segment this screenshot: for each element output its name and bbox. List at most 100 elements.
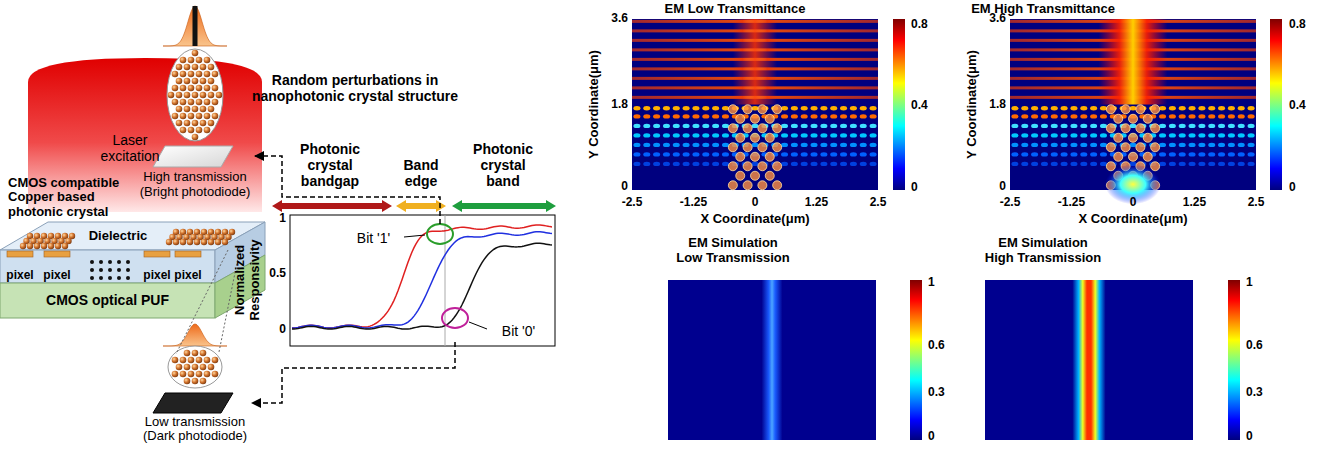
field-spot xyxy=(1051,106,1058,110)
field-spot xyxy=(692,133,699,137)
crystal-sphere xyxy=(196,57,203,64)
field-spot xyxy=(791,114,798,118)
field-spot xyxy=(1248,162,1255,166)
crystal-sphere xyxy=(55,243,61,249)
crystal-sphere xyxy=(212,113,219,120)
crystal-sphere xyxy=(180,57,187,64)
tick-label: 1.8 xyxy=(610,98,628,112)
field-spot xyxy=(1208,152,1215,156)
field-spot xyxy=(712,106,719,110)
field-spot xyxy=(820,106,827,110)
field-spot xyxy=(1208,143,1215,147)
beam-map xyxy=(985,280,1193,440)
crystal-sphere xyxy=(172,71,179,78)
field-spot xyxy=(702,124,709,128)
field-spot xyxy=(1051,133,1058,137)
tick-label: 0.5 xyxy=(268,267,286,281)
field-spot xyxy=(1238,114,1245,118)
field-spot xyxy=(702,133,709,137)
field-spot xyxy=(1070,162,1077,166)
field-spot xyxy=(1169,152,1176,156)
field-spot xyxy=(653,114,660,118)
crystal-sphere xyxy=(196,99,203,106)
field-spot xyxy=(1228,143,1235,147)
field-spot xyxy=(1021,152,1028,156)
field-spot xyxy=(1228,114,1235,118)
field-spot xyxy=(1080,162,1087,166)
crystal-sphere xyxy=(208,106,215,113)
field-spot xyxy=(702,114,709,118)
colorbar-tick: 0.8 xyxy=(911,18,929,32)
beam-profile xyxy=(163,324,227,346)
tick-label: -1.25 xyxy=(1057,196,1086,210)
crystal-sphere xyxy=(184,120,191,127)
crystal-sphere xyxy=(212,371,219,378)
field-spot xyxy=(633,106,640,110)
annotation: Random perturbations in nanophotonic cry… xyxy=(251,72,459,104)
dielectric-front xyxy=(0,250,215,283)
tick-label: -2.5 xyxy=(621,196,643,210)
crystal-sphere xyxy=(222,239,228,245)
field-spot xyxy=(673,162,680,166)
field-spot xyxy=(830,152,837,156)
field-spot xyxy=(653,143,660,147)
crystal-sphere xyxy=(34,243,40,249)
field-spot xyxy=(791,124,798,128)
field-spot xyxy=(1090,124,1097,128)
crystal-sphere xyxy=(20,243,26,249)
crystal-sphere xyxy=(180,113,187,120)
field-spot xyxy=(1169,133,1176,137)
crystal-sphere xyxy=(192,64,199,71)
colorbar-tick: 0.8 xyxy=(1289,18,1307,32)
field-spot xyxy=(1070,124,1077,128)
axis-title: X Coordinate(μm) xyxy=(700,212,811,227)
crystal-sphere xyxy=(172,371,179,378)
via-dot xyxy=(117,260,121,264)
node-text: Bit '1' xyxy=(356,230,391,246)
field-spot xyxy=(1051,124,1058,128)
panel-title: EM Simulation Low Transmission xyxy=(676,236,791,266)
field-spot xyxy=(712,133,719,137)
crystal-rod xyxy=(765,171,774,180)
crystal-rod xyxy=(773,143,782,152)
crystal-sphere xyxy=(204,57,211,64)
crystal-sphere xyxy=(184,364,191,371)
field-spot xyxy=(1021,162,1028,166)
field-spot xyxy=(1238,152,1245,156)
field-map xyxy=(632,19,878,190)
field-spot xyxy=(653,152,660,156)
field-spot xyxy=(712,152,719,156)
field-spot xyxy=(850,124,857,128)
colorbar-tick: 0 xyxy=(1289,181,1297,195)
axis-title: X Coordinate(μm) xyxy=(1078,212,1189,227)
field-spot xyxy=(1041,124,1048,128)
field-spot xyxy=(663,133,670,137)
field-spot xyxy=(850,133,857,137)
magnified-view xyxy=(167,49,223,141)
field-spot xyxy=(1238,143,1245,147)
crystal-sphere xyxy=(204,113,211,120)
pixel-label: pixel xyxy=(43,269,72,283)
field-spot xyxy=(1070,133,1077,137)
crystal-rod xyxy=(1121,105,1130,114)
field-spot xyxy=(811,133,818,137)
field-spot xyxy=(1218,124,1225,128)
field-spot xyxy=(1189,114,1196,118)
via-dot xyxy=(108,276,112,280)
crystal-sphere xyxy=(188,71,195,78)
field-spot xyxy=(1159,162,1166,166)
crystal-sphere xyxy=(180,239,186,245)
crystal-sphere xyxy=(187,239,193,245)
field-spot xyxy=(1041,106,1048,110)
crystal-rod xyxy=(1129,152,1138,161)
callout-label: CMOS compatible Copper based photonic cr… xyxy=(8,176,121,221)
via-dot xyxy=(108,260,112,264)
beam-profile xyxy=(163,6,227,46)
plot-frame xyxy=(290,215,555,346)
bit-ring xyxy=(442,308,468,328)
crystal-sphere xyxy=(184,92,191,99)
field-spot xyxy=(860,106,867,110)
band-label: Band edge xyxy=(403,157,439,189)
field-spot xyxy=(1198,143,1205,147)
field-spot xyxy=(653,133,660,137)
